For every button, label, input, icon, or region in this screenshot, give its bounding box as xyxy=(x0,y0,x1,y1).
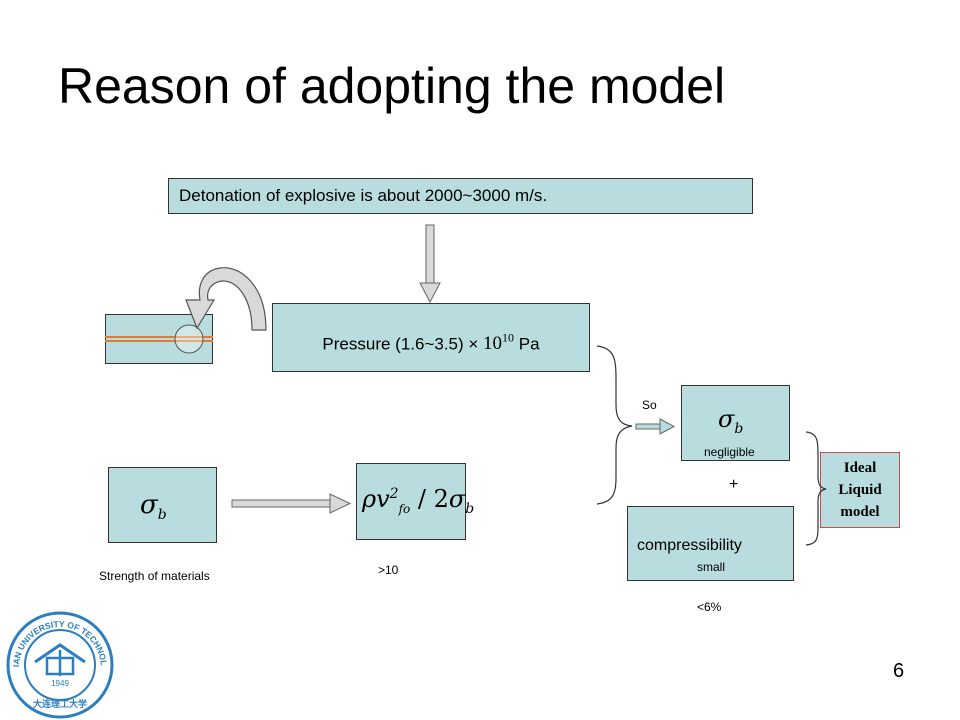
compressibility-label: compressibility xyxy=(637,537,742,554)
pressure-unit: Pa xyxy=(514,334,540,354)
so-label: So xyxy=(642,398,657,412)
ideal-liquid-model-box: Ideal Liquid model xyxy=(820,452,900,528)
ratio-box xyxy=(356,463,466,540)
plus-label: + xyxy=(729,476,739,493)
right-arrow-icon xyxy=(231,493,352,514)
specimen-crack-lines xyxy=(105,324,213,354)
sigma-b-symbol: σb xyxy=(140,490,167,524)
page-number: 6 xyxy=(893,660,905,682)
compressibility-box xyxy=(627,506,794,581)
logo-year: 1949 xyxy=(51,679,69,688)
gt10-label: >10 xyxy=(378,563,399,577)
strength-label: Strength of materials xyxy=(99,569,210,583)
slide-title: Reason of adopting the model xyxy=(58,58,726,114)
pressure-box: Pressure (1.6~3.5) × 1010 Pa xyxy=(272,303,590,372)
right-brace xyxy=(805,431,827,546)
ideal-line-1: Ideal xyxy=(843,460,877,476)
so-arrow-icon xyxy=(635,418,676,435)
ideal-line-3: model xyxy=(840,504,880,520)
ideal-line-2: Liquid xyxy=(838,482,882,498)
curved-arrow-icon xyxy=(185,267,267,331)
lt6-label: <6% xyxy=(697,600,722,614)
ratio-formula: ρv2fo / 2σb xyxy=(362,485,475,517)
sigma-negligible-box xyxy=(681,385,790,461)
left-brace xyxy=(596,345,633,505)
pressure-base: 1010 xyxy=(483,331,515,355)
pressure-exponent: 10 xyxy=(502,331,515,345)
pressure-prefix: Pressure (1.6~3.5) × xyxy=(322,334,484,354)
strength-box xyxy=(108,467,217,543)
sigma-b-symbol-2: σb xyxy=(718,405,744,437)
small-label: small xyxy=(697,560,726,574)
logo-chinese: 大连理工大学 xyxy=(33,698,87,710)
university-logo: DALIAN UNIVERSITY OF TECHNOLOGY 1949 大连理… xyxy=(5,610,114,719)
negligible-label: negligible xyxy=(704,445,755,459)
down-arrow-icon xyxy=(419,224,441,304)
specimen-box xyxy=(105,314,213,364)
detonation-box: Detonation of explosive is about 2000~30… xyxy=(168,178,753,214)
